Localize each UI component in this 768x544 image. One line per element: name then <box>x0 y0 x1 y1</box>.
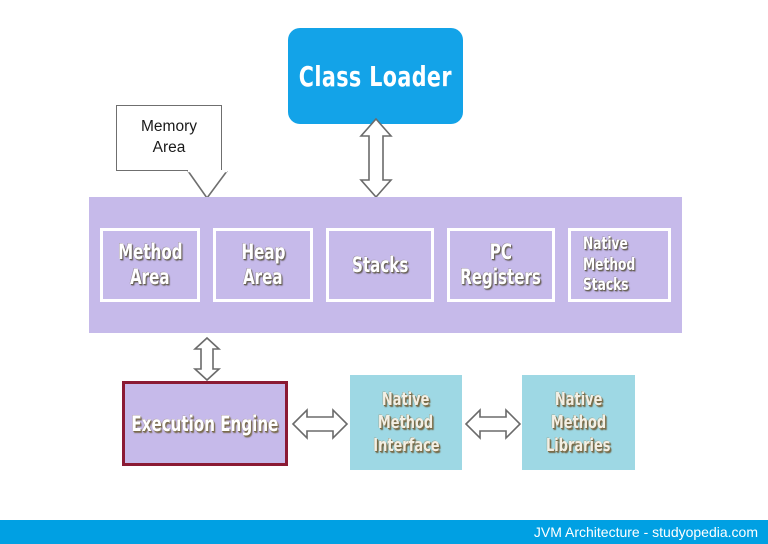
native-method-libraries-line-1: Native <box>554 388 603 410</box>
execution-engine-box: Execution Engine <box>122 381 288 466</box>
memory-box-heap-area: Heap Area <box>213 228 313 302</box>
memory-area-callout: Memory Area <box>116 105 222 171</box>
memory-box-pc-registers: PC Registers <box>447 228 555 302</box>
native-method-libraries-line-3: Libraries <box>546 435 611 457</box>
memory-box-heap-area-line-2: Area <box>243 265 283 289</box>
native-method-libraries-box: Native Method Libraries <box>522 375 635 470</box>
arrow-memory-area-to-execution-engine <box>192 336 222 382</box>
memory-box-method-area-line-1: Method <box>117 240 183 265</box>
native-method-interface-box: Native Method Interface <box>350 375 462 470</box>
memory-box-heap-area-line-1: Heap <box>241 240 285 265</box>
memory-area-callout-tail <box>187 170 228 200</box>
class-loader-label: Class Loader <box>298 59 453 93</box>
native-method-libraries-line-2: Method <box>550 411 607 433</box>
footer-bar: JVM Architecture - studyopedia.com <box>0 520 768 544</box>
memory-box-pc-registers-line-1: PC <box>489 240 513 265</box>
arrow-native-method-interface-to-libraries <box>464 408 522 440</box>
memory-box-pc-registers-line-2: Registers <box>460 265 542 289</box>
memory-box-stacks-line-1: Stacks <box>351 252 409 277</box>
memory-box-native-method-stacks: Native Method Stacks <box>568 228 671 302</box>
native-method-interface-line-1: Native <box>382 388 430 410</box>
arrow-execution-engine-to-native-method-interface <box>291 408 349 440</box>
memory-box-stacks: Stacks <box>326 228 434 302</box>
native-method-interface-line-2: Method <box>378 411 434 433</box>
footer-credit-text: JVM Architecture - studyopedia.com <box>533 524 758 540</box>
callout-line-2: Area <box>152 139 186 156</box>
memory-box-method-area: Method Area <box>100 228 200 302</box>
memory-area-panel: Method Area Heap Area Stacks PC Register… <box>89 197 682 333</box>
execution-engine-label: Execution Engine <box>131 411 279 436</box>
memory-box-native-method-stacks-line-2: Method <box>583 254 636 275</box>
callout-line-1: Memory <box>141 118 197 136</box>
arrow-class-loader-to-memory-area <box>359 117 393 199</box>
memory-box-native-method-stacks-line-3: Stacks <box>583 275 629 296</box>
memory-box-method-area-line-2: Area <box>130 265 170 289</box>
native-method-interface-line-3: Interface <box>372 435 440 457</box>
memory-box-native-method-stacks-line-1: Native <box>583 234 628 255</box>
class-loader-box: Class Loader <box>288 28 463 124</box>
